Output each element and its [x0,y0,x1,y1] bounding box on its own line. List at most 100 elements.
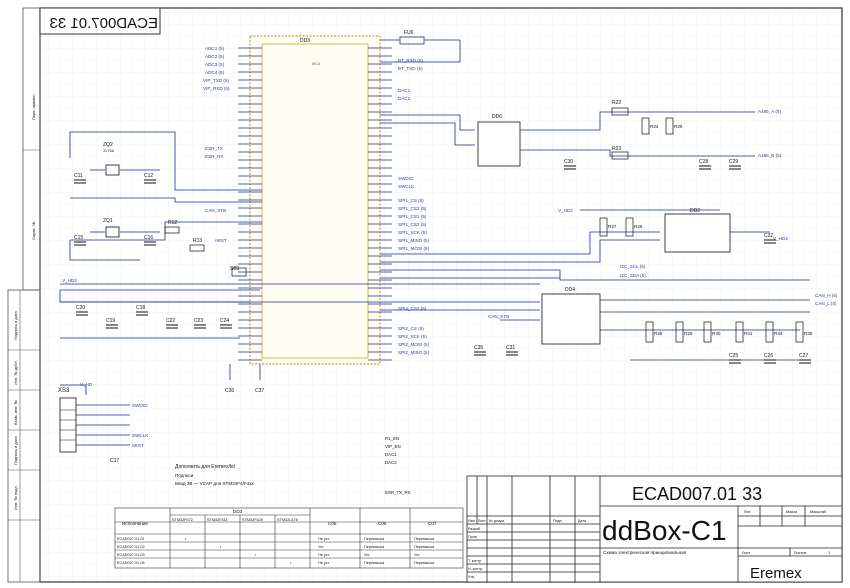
ic-ref: DD4 [565,287,575,293]
net-label: SPI1_SCK (5) [398,230,427,235]
left-strip: Перв. примен. Справ. № Подпись и дата Ин… [8,93,40,582]
res-ref: R12 [168,220,177,226]
table-cell: • [185,537,187,541]
capacitor: C15 [74,235,86,246]
button-ref: SB1 [230,266,240,272]
net-label: CAN_STB [205,208,226,213]
res-ref: R29 [684,331,693,336]
res-ref: R34 [774,331,783,336]
table-header: Исполнение [122,521,148,526]
tb-col: № докум. [489,519,505,523]
net-label: VIP_TXD (5) [203,78,230,83]
notes-item: DAC2 [385,460,397,465]
ic-ref: DD6 [492,114,502,120]
capacitor: C30 [564,159,576,170]
cap-ref: C16 [144,235,153,241]
net-label: V_HD2 [62,278,77,283]
sheets-value: 1 [828,551,830,555]
strip-label: Взам. инв. № [13,400,18,425]
tb-role: Пров. [468,535,478,539]
net-label: V_HD2 [558,208,573,213]
net-label: I2C_SCL (5) [620,264,646,269]
sheet-header: Масса [786,510,798,514]
net-label: ADC2 (5) [205,54,225,59]
strip-label: Инв. № дубл. [13,360,18,385]
res-ref: R23 [612,146,621,152]
ic-dd4: DD4 [541,287,601,345]
net-label: BT_TXD (5) [398,66,423,71]
net-label: SWDIO [132,403,148,408]
mcu-dd3: DD3 MCU [238,35,392,365]
res-ref: R35 [804,331,813,336]
table-cell: • [255,553,257,557]
cap-ref: C22 [166,318,175,324]
tb-col: Подп. [553,519,563,523]
capacitor: C35 [474,345,486,356]
resistors-left: R12 R13 [164,220,205,252]
table-header: C05 [328,521,337,526]
cap-ref: C19 [106,318,115,324]
mcu-right-pins [368,47,392,361]
table-cell: Перемычка [414,537,435,541]
table-cell: Перемычка [364,537,385,541]
cap-ref: C15 [74,235,83,241]
table-cell: Перемычка [414,545,435,549]
crystal-ref: ZQ2 [103,142,113,148]
title-block: ECAD007.01 33 ddBox-C1 Схема электрическ… [466,475,843,583]
stamp-code: ECAD007.01 33 [50,15,158,32]
net-label: SPI1_CS (5) [398,198,424,203]
table-subheader: STM32F429 [242,518,263,522]
tb-col: Дата [578,519,586,523]
crystal-zq2: ZQ2 32768 [103,142,120,176]
net-label: ADC3 (5) [205,62,225,67]
capacitor: C32 [764,233,776,244]
strip-label: Подпись и дата [13,310,18,340]
net-label: DAC1 [398,88,411,93]
ic-ref: DD2 [690,208,700,214]
tb-role: Т. контр. [468,559,482,563]
doc-type: Схема электрическая принципиальная [603,550,687,555]
table-cell: ECAD007.01-03 [117,553,145,557]
capacitor: C27 [799,353,811,364]
net-label: SPI1_MISO (5) [398,238,430,243]
drawing-name: ddBox-C1 [602,515,727,546]
table-header: DD3 [233,509,243,514]
net-label: ADC1 (5) [205,46,225,51]
sheet-label: Лист [742,551,751,555]
net-label: CAN_STB [488,314,509,319]
net-label: SPI2_MISO (5) [398,350,430,355]
ic-dd6: DD6 [477,114,521,167]
table-cell: Уст. [414,553,420,557]
net-label: SPI2_SCK (5) [398,334,427,339]
capacitor: C19 [106,318,118,329]
table-cell: Перемычка [364,561,385,565]
drawing-code: ECAD007.01 33 [632,484,762,504]
net-label: A485_B (5) [758,153,782,158]
strip-label: Перв. примен. [31,93,36,120]
capacitor: C24 [220,318,232,329]
table-cell: • [220,545,222,549]
notes-item: ESR_TX_RX [385,490,411,495]
table-cell: Перемычка [414,561,435,565]
net-label: SWCLK [132,433,149,438]
table-cell: ECAD007.01-02 [117,545,145,549]
capacitor: C25 [729,353,741,364]
cap-ref: C30 [564,159,573,165]
net-label: SPI2_CS (5) [398,326,424,331]
variant-table: Исполнение DD3 C05 C06 C07 STM32F072 STM… [114,507,464,569]
mirrored-stamp: ECAD007.01 33 [39,7,161,35]
capacitor: C12 [144,173,156,184]
net-label: ESR_TX [205,146,223,151]
capacitor: C16 [144,235,156,246]
res-ref: R13 [193,238,202,244]
capacitor: C29 [729,159,741,170]
button-sb1: SB1 [230,266,247,277]
notes-item: DAC1 [385,452,397,457]
cap-ref: C20 [76,305,85,311]
crystal-value: 32768 [103,148,115,153]
net-label: SPI1_CS2 (5) [398,222,427,227]
cap-ref: C29 [729,159,738,165]
strip-label: Подпись и дата [13,435,18,465]
